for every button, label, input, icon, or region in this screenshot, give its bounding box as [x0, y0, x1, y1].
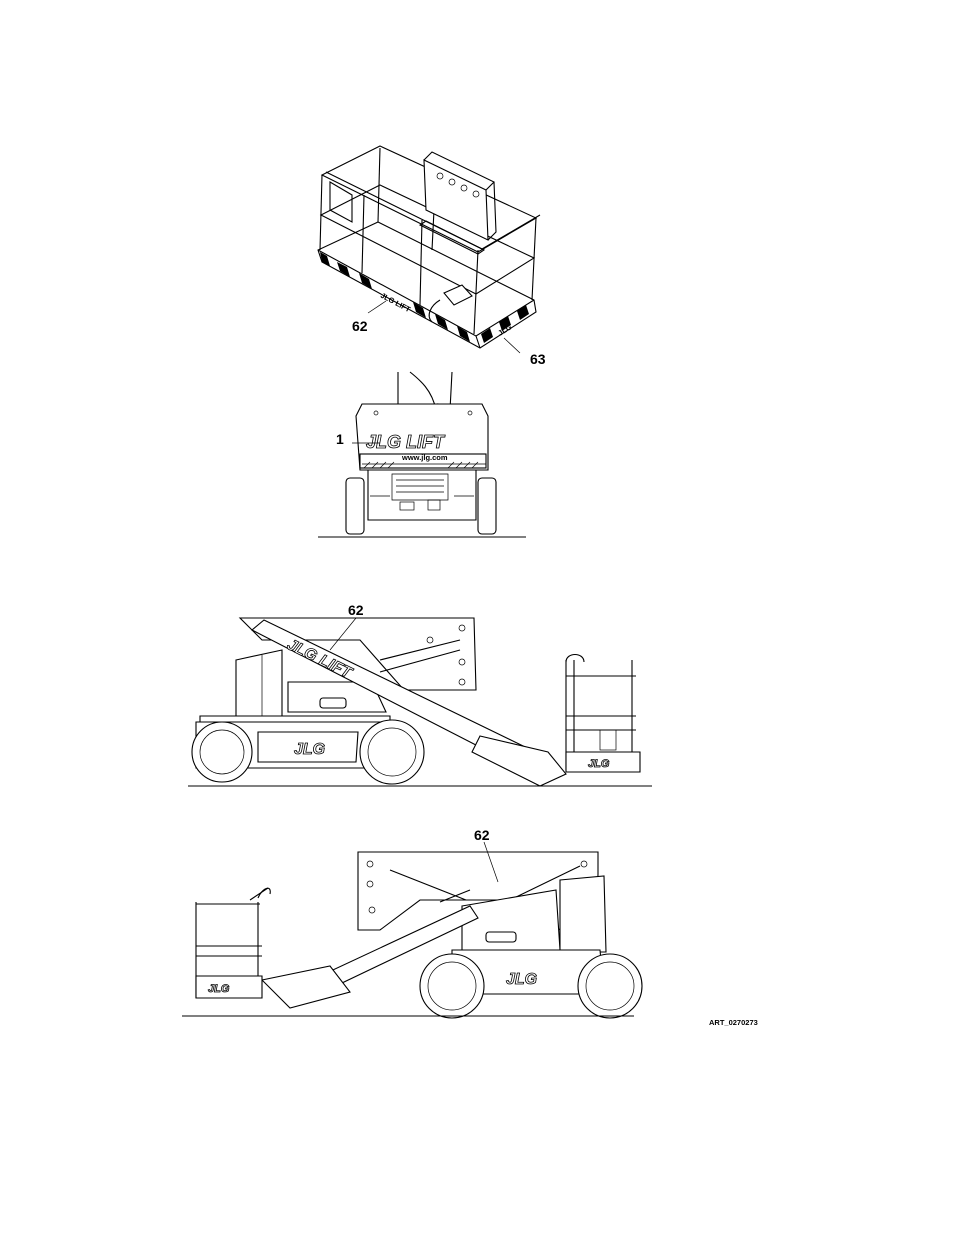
callout-1-rear: 1: [336, 431, 344, 447]
side2-chassis-jlg-decal: JLG: [506, 971, 537, 988]
callout-62-platform: 62: [352, 318, 368, 334]
side1-chassis-jlg-decal: JLG: [294, 741, 325, 758]
hazard-stripes-right: [481, 305, 529, 343]
rear-view-illustration: JLG LIFT www.jlg.com 1: [318, 371, 526, 538]
side1-platform: JLG: [565, 653, 641, 773]
platform-basket-illustration: JLG LIFT JLG 62 63: [317, 145, 546, 431]
side2-platform-jlg-decal: JLG: [208, 983, 230, 995]
callout-63-platform: 63: [530, 351, 546, 367]
rear-jlg-lift-decal: JLG LIFT: [366, 432, 446, 452]
callout-62-side2: 62: [474, 827, 490, 843]
rear-hazard-stripes: [363, 461, 479, 469]
side1-platform-jlg-decal: JLG: [588, 758, 610, 770]
side-view-1-illustration: JLG LIFT JLG JLG 62: [188, 602, 652, 787]
foot-switch: [428, 284, 473, 323]
hazard-stripes-left: [320, 252, 470, 342]
side-view-2-illustration: JLG JLG 62: [182, 827, 643, 1019]
rear-website-decal: www.jlg.com: [401, 453, 448, 462]
platform-control-console: [418, 151, 497, 431]
art-reference-code: ART_0270273: [709, 1018, 758, 1027]
side2-platform: JLG: [195, 887, 271, 999]
callout-62-side1: 62: [348, 602, 364, 618]
